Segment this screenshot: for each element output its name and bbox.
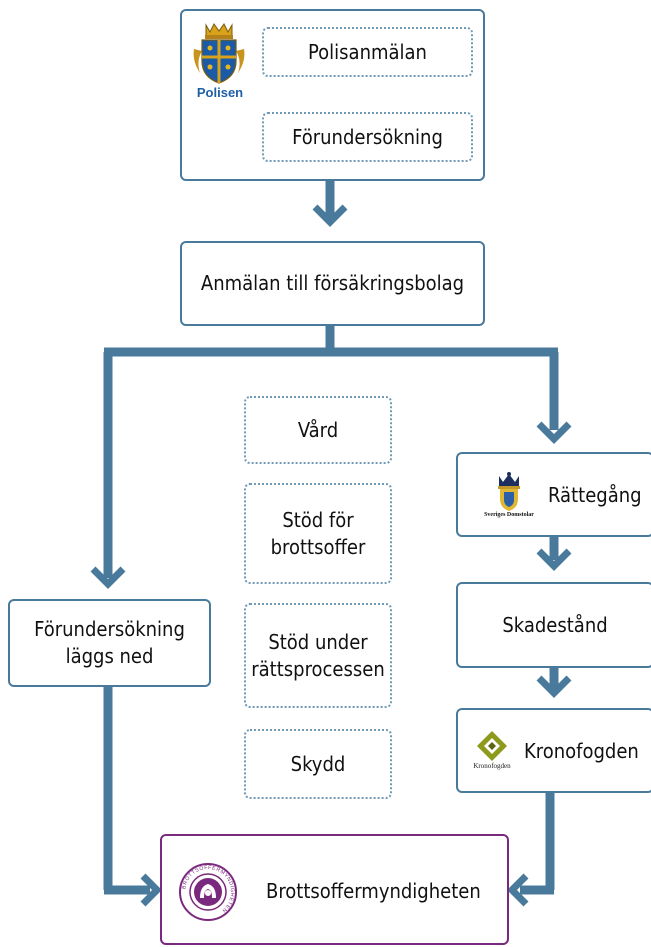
enforcement-box: Kronofogden Kronofogden bbox=[456, 708, 651, 793]
court-logo: Sveriges Domstolar bbox=[468, 470, 550, 524]
arrowhead-left-to-final bbox=[140, 873, 162, 907]
police-logo: Polisen bbox=[190, 21, 248, 101]
damages-label: Skadestånd bbox=[502, 612, 608, 637]
kronofogden-logo: Kronofogden bbox=[468, 730, 516, 772]
step-polisanmalan: Polisanmälan bbox=[262, 27, 473, 77]
arrowhead-right-branch bbox=[536, 421, 572, 444]
step-forundersokning-label: Förundersökning bbox=[292, 124, 443, 149]
support-vard: Vård bbox=[244, 396, 392, 464]
investigation-closed-box: Förundersökning läggs ned bbox=[8, 599, 211, 687]
investigation-closed-line2: läggs ned bbox=[65, 644, 154, 668]
bom-emblem-icon: BROTTSOFFERMYNDIGHETEN bbox=[179, 863, 237, 921]
step-polisanmalan-label: Polisanmälan bbox=[308, 39, 427, 64]
arrowhead-left-branch bbox=[90, 566, 126, 589]
arrowhead-to-insurance bbox=[312, 204, 348, 227]
support-brottsoffer-line2: brottsoffer bbox=[270, 534, 366, 559]
brottsoffermyndigheten-label: Brottsoffermyndigheten bbox=[266, 879, 481, 903]
court-label: Rättegång bbox=[548, 483, 642, 507]
support-rattsprocessen-line1: Stöd under bbox=[268, 629, 368, 654]
support-skydd-label: Skydd bbox=[290, 751, 346, 776]
insurance-box: Anmälan till försäkringsbolag bbox=[180, 241, 485, 326]
court-crown-icon bbox=[498, 472, 520, 511]
kronofogden-logo-text: Kronofogden bbox=[473, 762, 511, 770]
police-crest-icon bbox=[193, 23, 245, 84]
investigation-closed-line1: Förundersökning bbox=[34, 617, 185, 641]
brottsoffermyndigheten-box: BROTTSOFFERMYNDIGHETEN Brottsoffermyndig… bbox=[160, 834, 509, 945]
insurance-label: Anmälan till försäkringsbolag bbox=[200, 271, 465, 295]
support-brottsoffer: Stöd för brottsoffer bbox=[244, 483, 392, 584]
arrowhead-to-krono bbox=[536, 675, 572, 698]
court-box: Sveriges Domstolar Rättegång bbox=[456, 452, 651, 537]
arrowhead-to-damages bbox=[536, 548, 572, 571]
support-brottsoffer-line1: Stöd för bbox=[282, 507, 354, 532]
kronofogden-diamond-icon bbox=[477, 731, 507, 761]
support-rattsprocessen: Stöd under rättsprocessen bbox=[244, 603, 392, 708]
court-logo-text: Sveriges Domstolar bbox=[484, 512, 534, 518]
bom-logo: BROTTSOFFERMYNDIGHETEN bbox=[178, 862, 238, 922]
enforcement-label: Kronofogden bbox=[524, 739, 639, 763]
damages-box: Skadestånd bbox=[456, 582, 651, 668]
support-rattsprocessen-line2: rättsprocessen bbox=[251, 656, 385, 681]
support-vard-label: Vård bbox=[297, 417, 339, 442]
support-skydd: Skydd bbox=[244, 729, 392, 799]
arrowhead-right-to-final bbox=[507, 873, 529, 907]
step-forundersokning: Förundersökning bbox=[262, 112, 473, 162]
police-logo-text: Polisen bbox=[196, 85, 244, 100]
